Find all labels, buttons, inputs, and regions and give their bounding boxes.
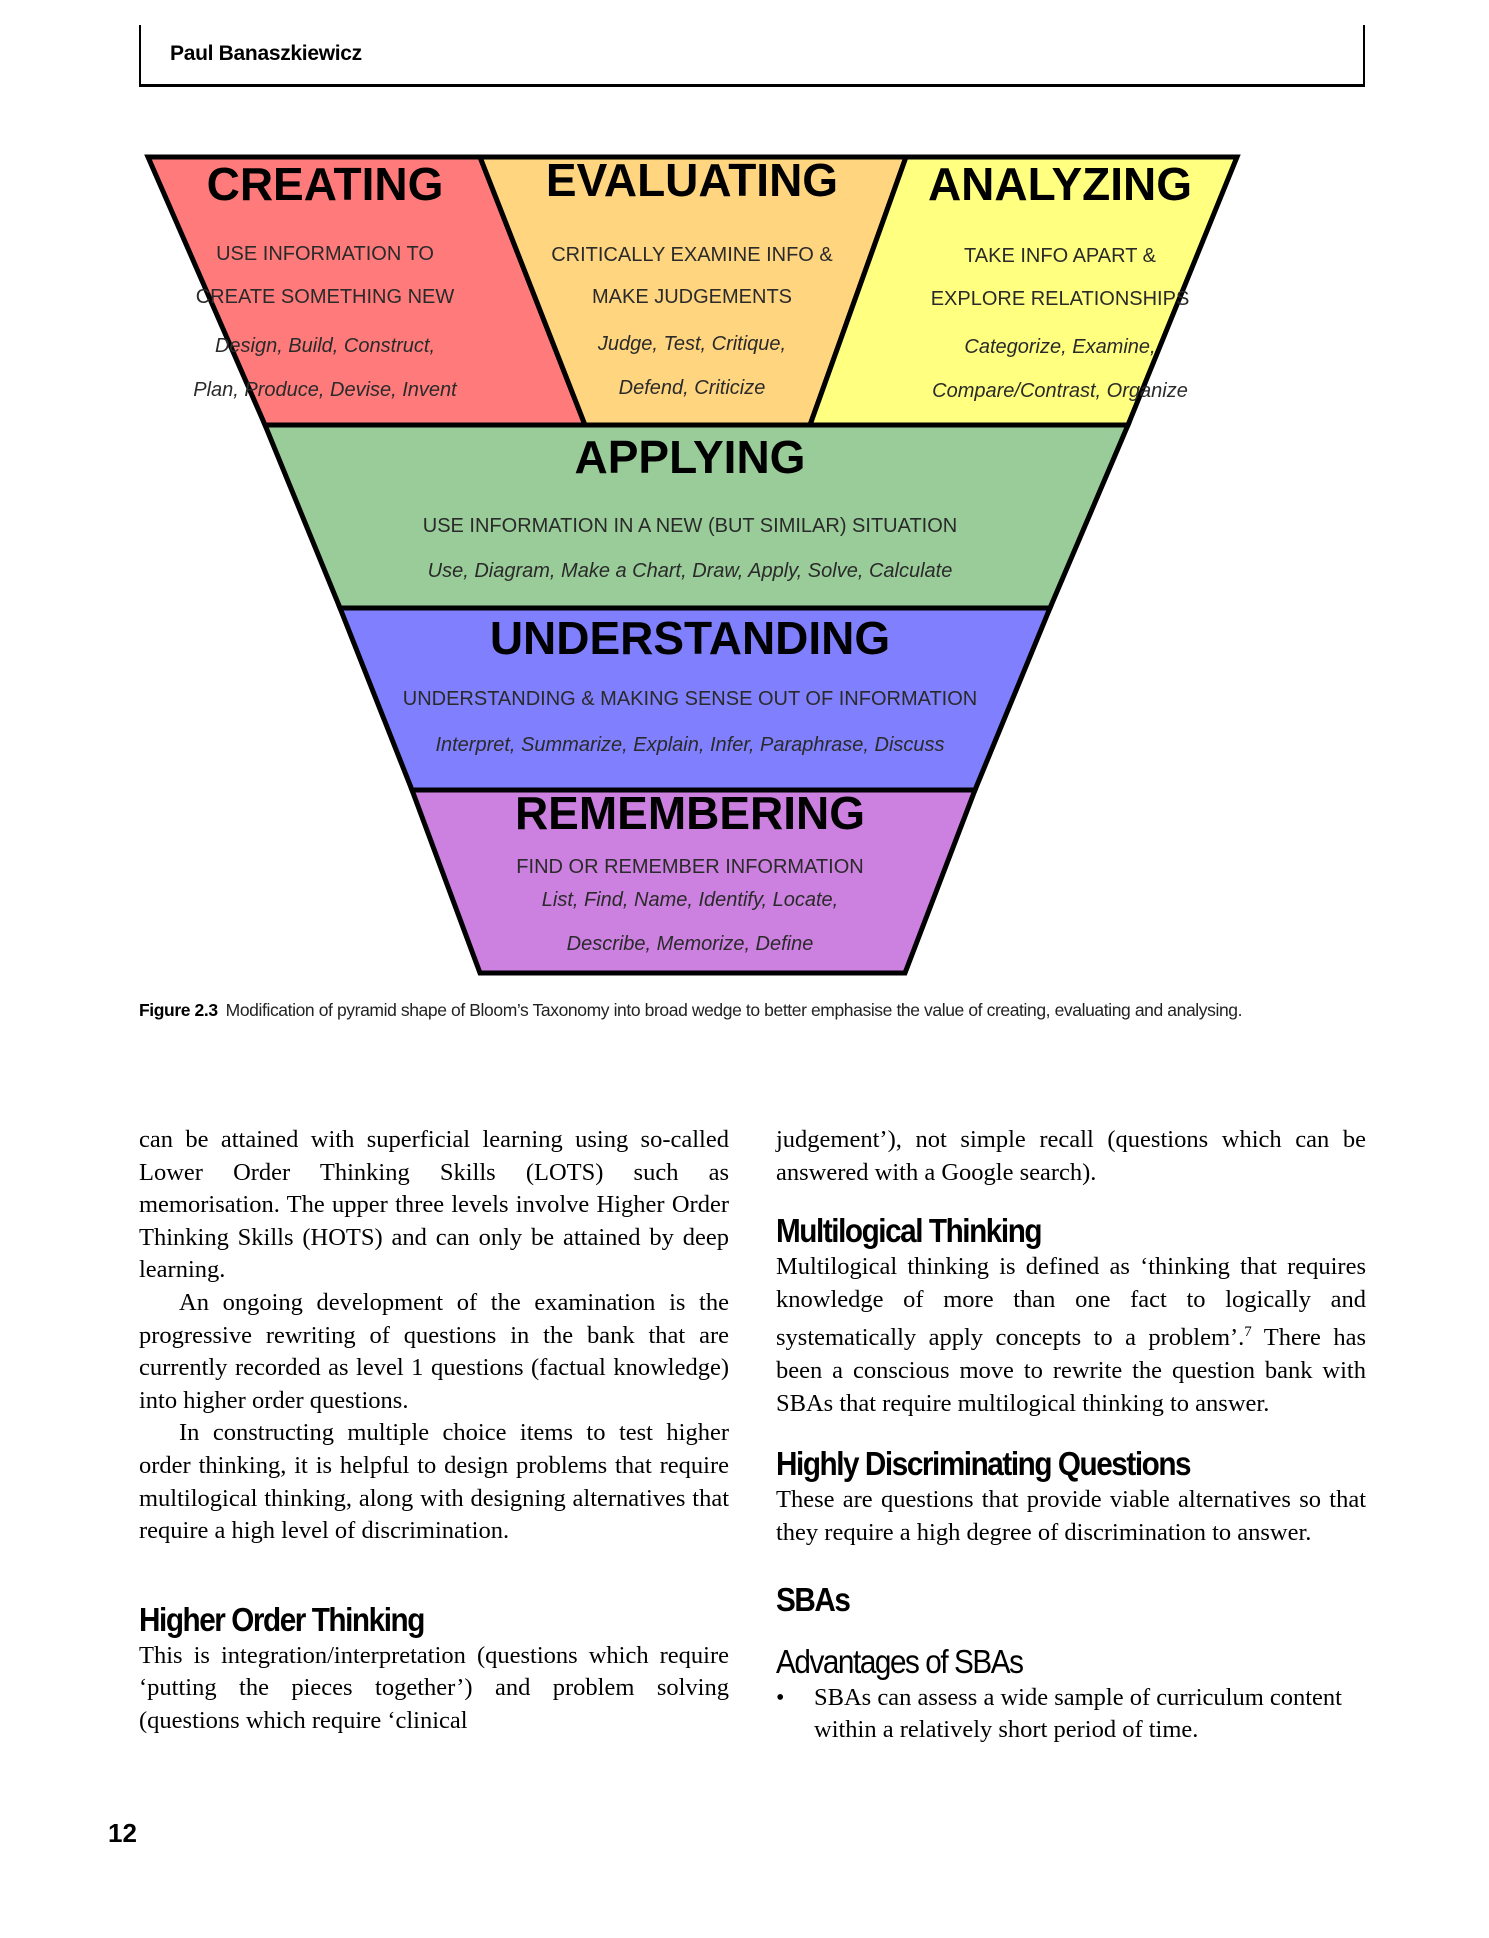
level-title-understanding: UNDERSTANDING: [490, 612, 890, 664]
left-column: can be attained with superficial learnin…: [139, 1124, 729, 1738]
level-title-creating: CREATING: [207, 158, 444, 210]
level-description-creating: CREATE SOMETHING NEW: [196, 286, 455, 308]
level-verbs-remembering: Describe, Memorize, Define: [567, 933, 814, 955]
level-verbs-analyzing: Compare/Contrast, Organize: [932, 380, 1188, 402]
level-description-understanding: UNDERSTANDING & MAKING SENSE OUT OF INFO…: [403, 688, 977, 710]
level-verbs-creating: Plan, Produce, Devise, Invent: [193, 379, 458, 401]
level-verbs-applying: Use, Diagram, Make a Chart, Draw, Apply,…: [428, 560, 953, 582]
advantages-list: SBAs can assess a wide sample of curricu…: [776, 1682, 1366, 1747]
footnote-reference[interactable]: 7: [1244, 1324, 1252, 1341]
heading-sbas: SBAs: [776, 1580, 851, 1618]
paragraph: An ongoing development of the examinatio…: [139, 1288, 729, 1414]
figure-label: Figure 2.3: [139, 1000, 218, 1020]
level-title-evaluating: EVALUATING: [546, 154, 838, 206]
level-description-analyzing: TAKE INFO APART &: [964, 245, 1157, 267]
figure-caption-text: Modification of pyramid shape of Bloom’s…: [225, 1000, 1243, 1020]
paragraph: judgement’), not simple recall (question…: [776, 1126, 1366, 1186]
level-verbs-evaluating: Judge, Test, Critique,: [597, 333, 786, 355]
heading-highly-discriminating-questions: Highly Discriminating Questions: [776, 1445, 1192, 1483]
level-verbs-remembering: List, Find, Name, Identify, Locate,: [542, 889, 838, 911]
paragraph-text: There has been a conscious move to rewri…: [776, 1324, 1366, 1417]
page-number: 12: [108, 1818, 137, 1848]
level-description-evaluating: MAKE JUDGEMENTS: [592, 286, 792, 308]
level-title-applying: APPLYING: [575, 431, 806, 483]
subheading-advantages-of-sbas: Advantages of SBAs: [776, 1642, 1024, 1680]
level-description-evaluating: CRITICALLY EXAMINE INFO &: [551, 244, 833, 266]
level-verbs-creating: Design, Build, Construct,: [215, 335, 435, 357]
figure-caption: Figure 2.3 Modification of pyramid shape …: [139, 998, 1369, 1022]
level-title-analyzing: ANALYZING: [928, 158, 1192, 210]
paragraph: can be attained with superficial learnin…: [139, 1126, 729, 1284]
heading-multilogical-thinking: Multilogical Thinking: [776, 1212, 1043, 1250]
level-description-analyzing: EXPLORE RELATIONSHIPS: [931, 288, 1190, 310]
list-item: SBAs can assess a wide sample of curricu…: [776, 1682, 1366, 1747]
level-verbs-analyzing: Categorize, Examine,: [964, 336, 1155, 358]
heading-higher-order-thinking: Higher Order Thinking: [139, 1600, 425, 1638]
paragraph: In constructing multiple choice items to…: [139, 1419, 729, 1545]
running-header-author: Paul Banaszkiewicz: [170, 42, 362, 65]
right-column: judgement’), not simple recall (question…: [776, 1124, 1366, 1747]
paragraph: These are questions that provide viable …: [776, 1486, 1366, 1546]
level-title-remembering: REMEMBERING: [515, 787, 865, 839]
level-verbs-evaluating: Defend, Criticize: [619, 377, 766, 399]
running-header-box: [139, 25, 1365, 87]
paragraph: This is integration/interpretation (ques…: [139, 1641, 729, 1734]
paragraph: Multilogical thinking is defined as ‘thi…: [776, 1251, 1366, 1420]
level-description-applying: USE INFORMATION IN A NEW (BUT SIMILAR) S…: [423, 515, 957, 537]
paragraph-text: Multilogical thinking is defined as ‘thi…: [776, 1253, 1366, 1352]
wedge-segment-remembering: [408, 787, 979, 976]
blooms-wedge-diagram: CREATING USE INFORMATION TO CREATE SOMETHI…: [144, 154, 1241, 976]
level-description-remembering: FIND OR REMEMBER INFORMATION: [516, 856, 863, 878]
level-description-creating: USE INFORMATION TO: [216, 243, 434, 265]
level-verbs-understanding: Interpret, Summarize, Explain, Infer, Pa…: [435, 734, 944, 756]
